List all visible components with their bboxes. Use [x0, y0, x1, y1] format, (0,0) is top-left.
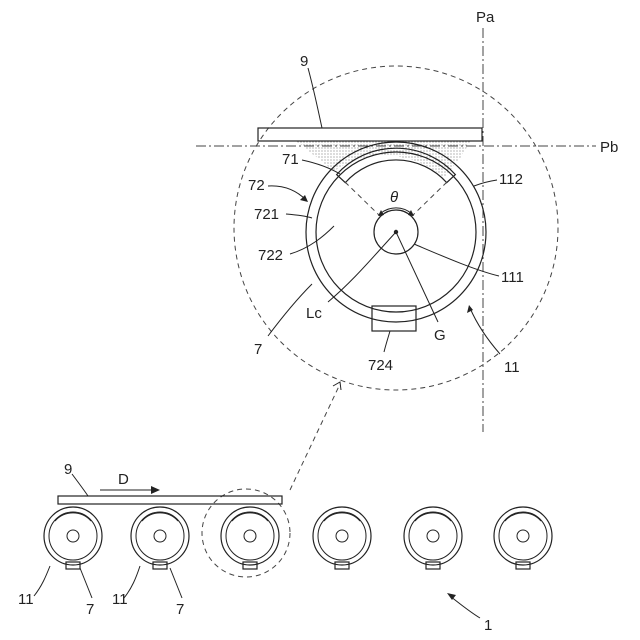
- label-721: 721: [254, 206, 279, 223]
- highlight-circle: [202, 489, 290, 577]
- label-72: 72: [248, 177, 265, 194]
- leader-112: [474, 180, 497, 186]
- label-lc: Lc: [306, 305, 322, 322]
- magnify-arrow-head: [333, 382, 341, 390]
- roller-4: [313, 507, 371, 569]
- roller-3: [221, 507, 279, 569]
- detail-view: Pa Pb 9 71 72 721 722 7 Lc G 724 112 111…: [196, 9, 618, 432]
- sector-line-left: [345, 182, 380, 216]
- label-theta: θ: [390, 189, 398, 206]
- leader-7-b: [170, 568, 182, 598]
- label-9-detail: 9: [300, 53, 308, 70]
- label-722: 722: [258, 247, 283, 264]
- leader-724: [384, 331, 390, 352]
- label-7-b: 7: [176, 601, 184, 618]
- label-724: 724: [368, 357, 393, 374]
- label-1: 1: [484, 617, 492, 634]
- label-11-b: 11: [112, 591, 128, 608]
- sector-line-right: [412, 182, 447, 216]
- roller-5: [404, 507, 462, 569]
- label-11-a: 11: [18, 591, 34, 608]
- leader-11-a: [34, 566, 50, 596]
- arrow-1-head: [447, 593, 456, 600]
- arrow-11-detail: [470, 308, 500, 354]
- leader-9: [308, 68, 322, 128]
- sheet-9-overview: [58, 496, 282, 504]
- roller-2: [131, 507, 189, 569]
- direction-arrow-d-head: [151, 486, 160, 494]
- label-111: 111: [501, 269, 524, 286]
- leader-722: [290, 226, 334, 254]
- label-7-a: 7: [86, 601, 94, 618]
- label-11-detail: 11: [504, 359, 520, 376]
- leader-7-a: [80, 568, 92, 598]
- sheet-9-detail: [258, 128, 482, 141]
- leader-lc: [328, 232, 396, 302]
- label-9-overview: 9: [64, 461, 72, 478]
- label-71: 71: [282, 151, 299, 168]
- leader-9-overview: [72, 474, 88, 496]
- magnify-arrow-line: [290, 384, 340, 490]
- label-112: 112: [499, 171, 523, 188]
- roller-1: [44, 507, 102, 569]
- label-7-detail: 7: [254, 341, 262, 358]
- label-pa: Pa: [476, 9, 495, 26]
- arrow-72: [268, 186, 306, 200]
- overview-row: 9 D 11 7 11 7 1: [18, 461, 552, 634]
- detail-boundary-circle: [234, 66, 558, 390]
- label-g: G: [434, 327, 446, 344]
- leader-111: [414, 244, 499, 276]
- particle-region: [296, 141, 470, 178]
- roller-6: [494, 507, 552, 569]
- label-d: D: [118, 471, 129, 488]
- arrow-1: [450, 596, 480, 618]
- label-pb: Pb: [600, 139, 618, 156]
